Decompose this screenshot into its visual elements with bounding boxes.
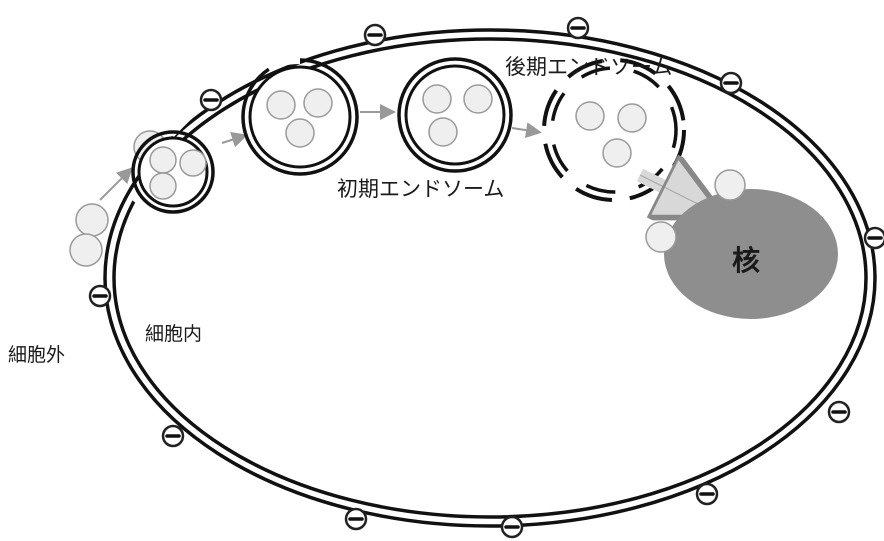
- particle: [617, 103, 647, 133]
- budding-vesicle: [131, 130, 215, 214]
- particle: [303, 88, 333, 118]
- minus-charge-icon: [161, 424, 185, 448]
- minus-charge-icon: [344, 507, 368, 531]
- early-endosome-label: 初期エンドソーム: [337, 177, 504, 201]
- late-endosome-label: 後期エンドソーム: [505, 55, 672, 79]
- intracellular-label: 細胞内: [145, 323, 202, 345]
- particle: [149, 172, 177, 200]
- particle: [75, 203, 109, 237]
- membrane-charges: [88, 16, 884, 539]
- minus-charge-icon: [363, 23, 387, 47]
- minus-charge-icon: [695, 482, 719, 506]
- particle: [714, 169, 746, 201]
- transport-arrow: [511, 122, 542, 139]
- particle: [69, 233, 103, 267]
- minus-charge-icon: [500, 515, 524, 539]
- minus-charge-icon: [827, 400, 851, 424]
- minus-charge-icon: [199, 88, 223, 112]
- minus-charge-icon: [566, 16, 590, 40]
- particle: [179, 149, 207, 177]
- particle: [149, 146, 177, 174]
- early-endosome-vesicle-2: [397, 57, 513, 173]
- late-endosome-vesicle: [542, 58, 686, 202]
- particle: [428, 117, 458, 147]
- minus-charge-icon: [88, 284, 112, 308]
- particle: [422, 84, 452, 114]
- early-endosome-vesicle-1: [241, 56, 359, 176]
- extracellular-label: 細胞外: [8, 344, 65, 366]
- cell-membrane: [103, 28, 877, 528]
- minus-charge-icon: [719, 71, 743, 95]
- particle: [645, 221, 677, 253]
- particle: [285, 118, 315, 148]
- particle: [575, 101, 605, 131]
- transport-arrow: [221, 132, 248, 148]
- particle: [463, 84, 493, 114]
- nucleus: 核: [645, 169, 838, 319]
- minus-charge-icon: [863, 226, 884, 250]
- particle: [602, 138, 632, 168]
- particle: [266, 90, 296, 120]
- nucleus-label: 核: [732, 244, 760, 277]
- uptake-arrow: [99, 167, 133, 201]
